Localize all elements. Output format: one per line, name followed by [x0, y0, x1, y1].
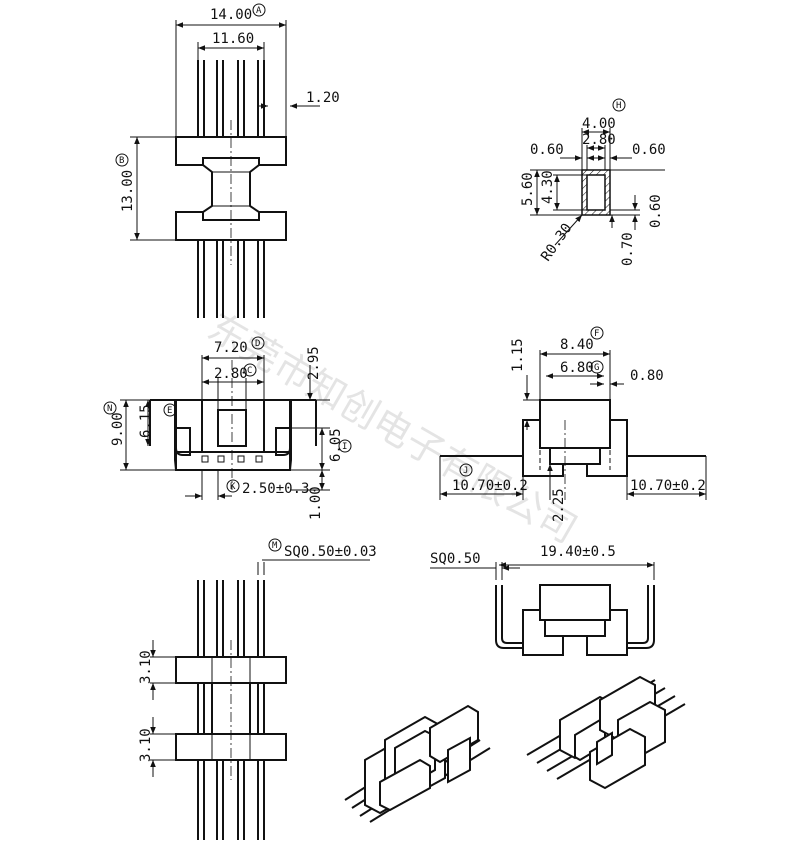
dim-inner-width: 2.80: [582, 132, 616, 148]
dim-wall-right: 0.60: [632, 142, 666, 158]
dim-pin-left: 10.70±0.2: [452, 478, 528, 494]
dim-height: 13.00: [120, 170, 136, 212]
dim-overall-height: 9.00: [110, 412, 126, 446]
dim-radius: R0.30: [538, 221, 575, 265]
dim-outer-width: 4.00: [582, 116, 616, 132]
label-f: F: [594, 329, 599, 339]
dim-standoff: 1.00: [308, 486, 324, 520]
side-view: 8.40 F 6.80 G 0.80 1.15 10.70±0.2 J 10.7…: [439, 326, 707, 522]
dim-inner-width: 11.60: [212, 31, 254, 47]
dim-pin-pitch: 2.50±0.3: [242, 481, 309, 497]
dim-overall-width: 14.00: [210, 7, 252, 23]
label-c: C: [247, 366, 252, 376]
label-k: K: [230, 482, 236, 492]
dim-pin-square: SQ0.50±0.03: [284, 544, 377, 560]
isometric-view-right: [526, 675, 686, 790]
dim-height-outer: 5.60: [520, 172, 536, 206]
dim-height-inner: 4.30: [540, 170, 556, 204]
dim-rim: 0.80: [630, 368, 664, 384]
dim-outer-length: 8.40: [560, 337, 594, 353]
dim-lower-height: 6.05: [328, 428, 344, 462]
label-d: D: [255, 339, 260, 349]
dim-flange-top: 3.10: [138, 650, 154, 684]
dim-step: 0.70: [620, 232, 636, 266]
pin-view: SQ0.50 19.40±0.5: [430, 544, 655, 656]
bottom-view: M SQ0.50±0.03 3.10 3.10: [138, 538, 377, 840]
dim-span: 19.40±0.5: [540, 544, 616, 560]
front-view: 7.20 D 2.80 C 2.95 9.00 N 6.15 E 6.05 I …: [103, 336, 352, 520]
label-h: H: [616, 101, 621, 111]
dim-inner-length: 6.80: [560, 360, 594, 376]
isometric-view-left: [344, 704, 491, 823]
label-j: J: [463, 466, 468, 476]
section-view: 4.00 H 2.80 0.60 0.60 5.60 4.30 0.60 0.7…: [520, 98, 666, 266]
dim-flange-width: 7.20: [214, 340, 248, 356]
dim-mid-height: 2.25: [551, 488, 567, 522]
dim-flange-bottom: 3.10: [138, 728, 154, 762]
label-i: I: [342, 442, 347, 452]
dim-wall-bottom: 0.60: [648, 194, 664, 228]
label-m: M: [272, 541, 278, 551]
dim-slot-width: 2.80: [214, 366, 248, 382]
dim-pin-offset: 1.20: [306, 90, 340, 106]
label-n: N: [107, 404, 112, 414]
label-b: B: [119, 156, 124, 166]
label-g: G: [594, 363, 599, 373]
top-view: 14.00 A 11.60 1.20 13.00 B: [115, 3, 340, 318]
top-view-pins: [197, 60, 265, 318]
dim-top-gap: 1.15: [510, 338, 526, 372]
dim-top-gap: 2.95: [306, 346, 322, 380]
label-e: E: [167, 406, 172, 416]
dim-inner-height: 6.15: [138, 404, 154, 438]
dim-pin-square: SQ0.50: [430, 551, 481, 567]
dim-pin-right: 10.70±0.2: [630, 478, 706, 494]
dim-wall-left: 0.60: [530, 142, 564, 158]
label-a: A: [256, 6, 262, 16]
